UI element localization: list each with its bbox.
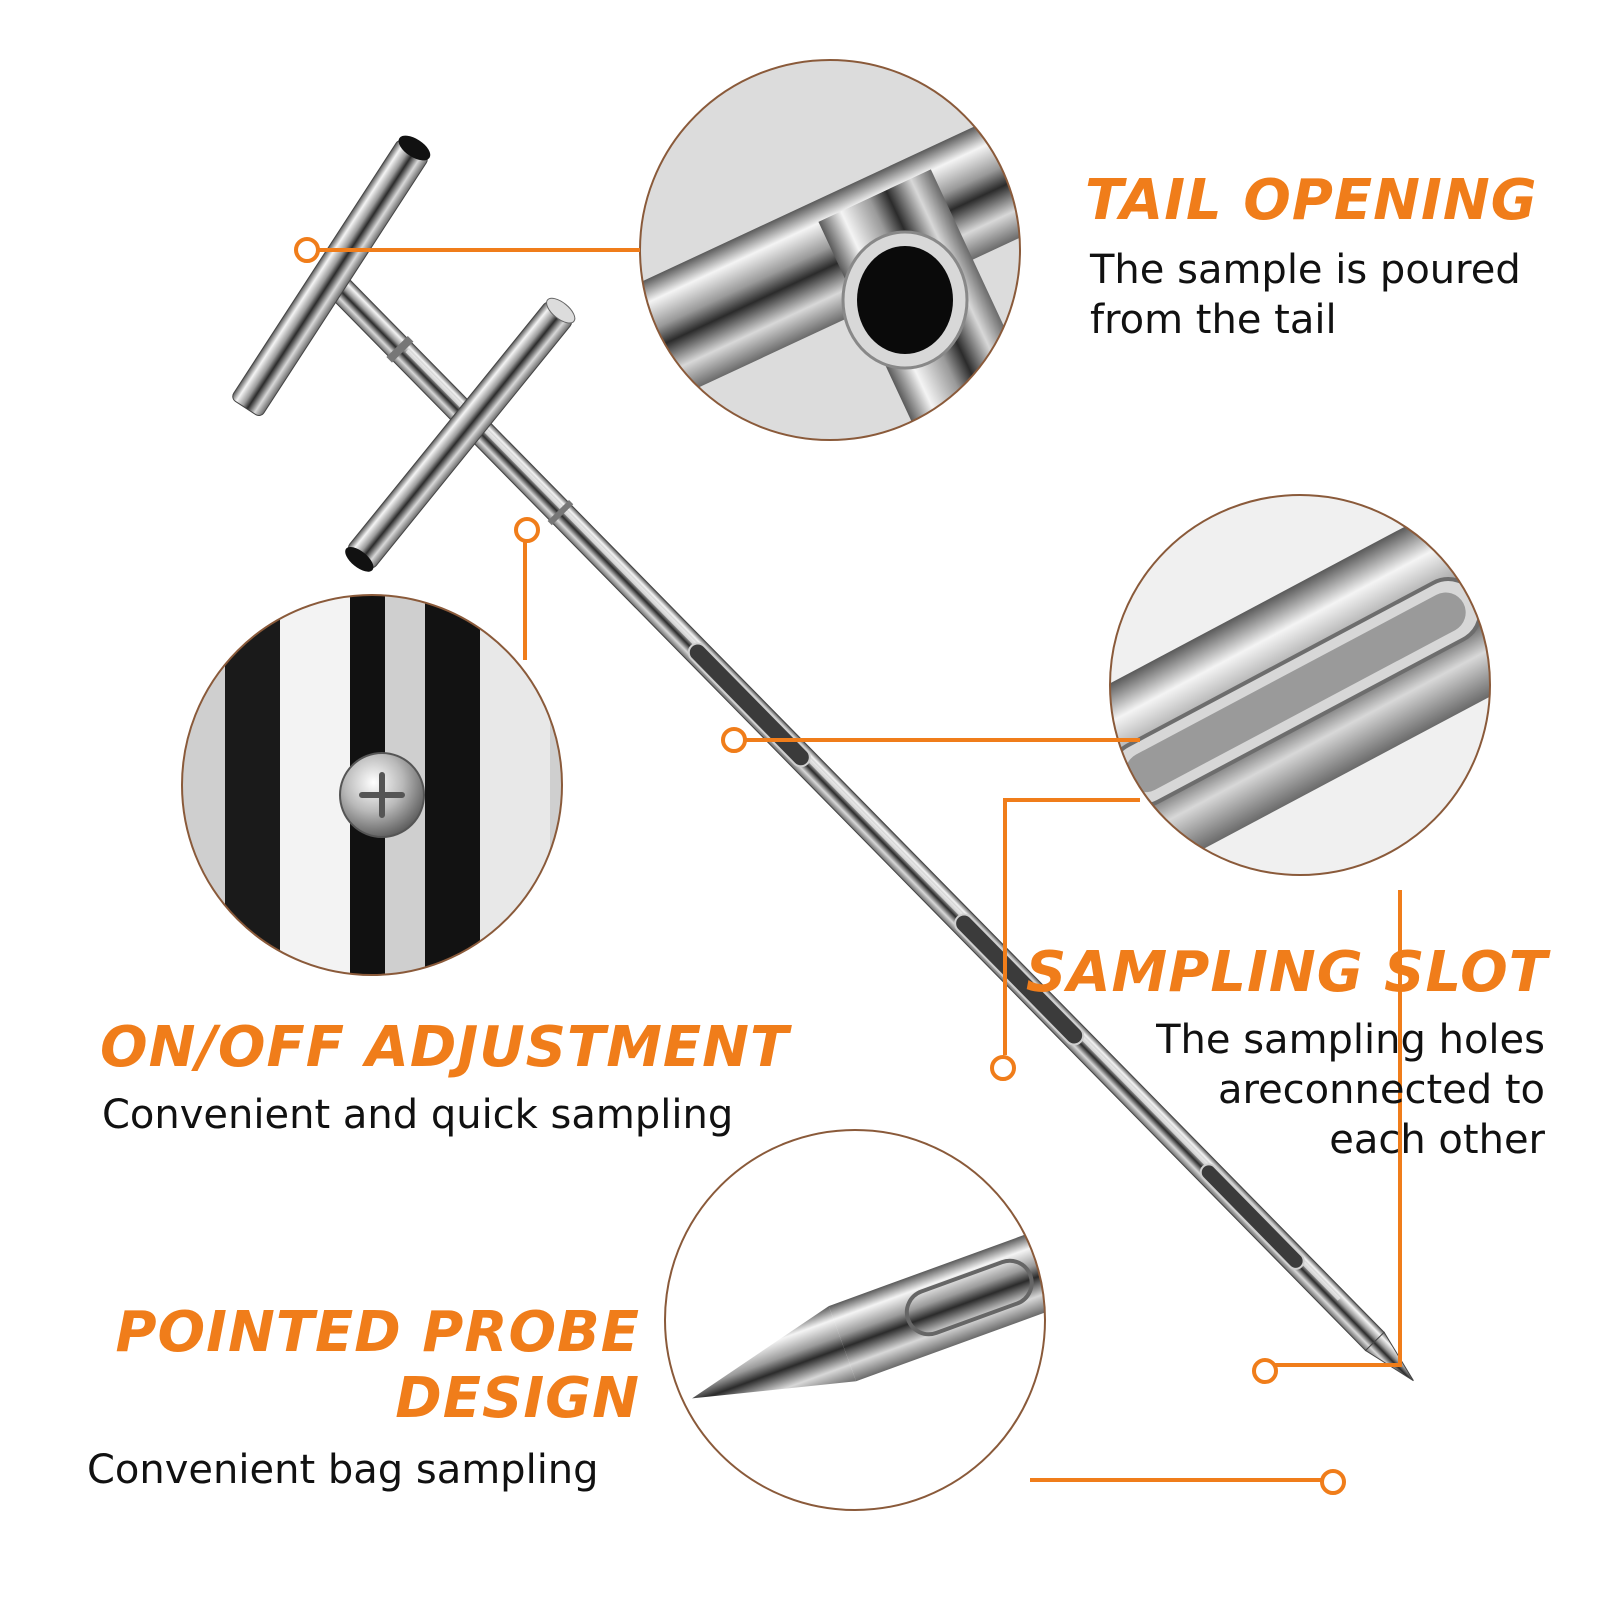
marker-tip-upper — [1252, 1358, 1278, 1384]
callout-marker-icon — [294, 237, 1346, 1495]
tail-opening-closeup-icon — [639, 59, 1021, 441]
marker-slot-lower — [990, 1055, 1016, 1081]
sampling-slot-description: The sampling holes areconnected to each … — [1156, 1015, 1545, 1165]
marker-tip — [1320, 1469, 1346, 1495]
pointed-probe-description: Convenient bag sampling — [87, 1447, 599, 1493]
on-off-adjustment-title: ON/OFF ADJUSTMENT — [100, 1015, 790, 1080]
soil-sampler-probe-icon — [232, 135, 1414, 1382]
callout-lines — [307, 248, 1402, 1482]
sampling-slot-desc-line-2: areconnected to — [1217, 1067, 1545, 1113]
pointed-probe-title-line-2: DESIGN — [395, 1366, 640, 1431]
tail-opening-description: The sample is poured from the tail — [1090, 245, 1521, 345]
sampling-slot-desc-line-1: The sampling holes — [1156, 1017, 1545, 1063]
tail-opening-desc-line-1: The sample is poured — [1090, 247, 1521, 293]
adjustment-screw-closeup-icon — [181, 594, 563, 976]
tail-opening-desc-line-2: from the tail — [1090, 297, 1337, 343]
sampling-slot-closeup-icon — [1109, 494, 1491, 876]
tip-right-callout-line — [1265, 890, 1402, 1367]
pointed-probe-title-line-1: POINTED PROBE — [115, 1300, 640, 1365]
sampling-slot-desc-line-3: each other — [1329, 1117, 1545, 1163]
probe-tip-closeup-icon — [664, 1129, 1046, 1511]
on-off-adjustment-description: Convenient and quick sampling — [102, 1092, 734, 1138]
slot-lower-callout-line — [1003, 798, 1140, 1055]
marker-screw — [514, 517, 540, 543]
tail-opening-title: TAIL OPENING — [1085, 168, 1538, 233]
marker-tail — [294, 237, 320, 263]
marker-slot — [721, 727, 747, 753]
pointed-probe-title: POINTED PROBE DESIGN — [116, 1300, 641, 1432]
sampling-slot-title: SAMPLING SLOT — [1025, 940, 1548, 1005]
